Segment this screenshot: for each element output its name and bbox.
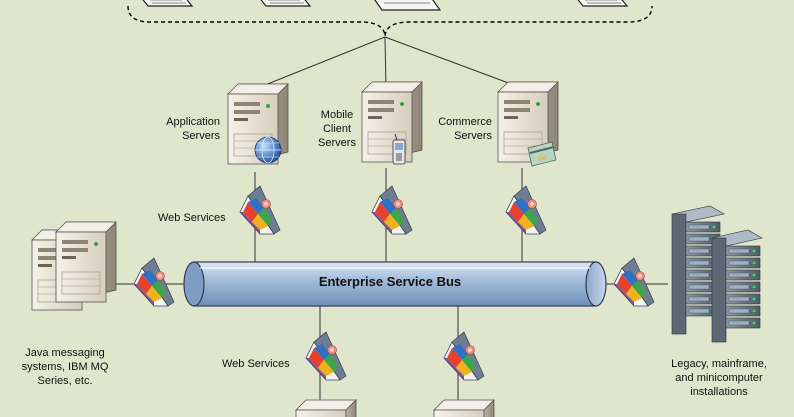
- application-servers-label: Application Servers: [166, 116, 220, 142]
- web-service-adapter-icon: [133, 257, 175, 307]
- server-rack-icon: [671, 205, 763, 343]
- web-service-adapter-icon: [443, 331, 485, 381]
- laptop-icon: [139, 0, 193, 7]
- fanout-connectors: [249, 36, 523, 92]
- java-messaging-servers: [31, 221, 117, 311]
- web-services-label-top: Web Services: [158, 212, 226, 224]
- laptop-icon: [374, 0, 442, 11]
- laptop-icon: [257, 0, 311, 7]
- tower-server-icon: [361, 81, 423, 163]
- web-service-adapter-icon: [613, 257, 655, 307]
- web-service-adapter-icon: [505, 185, 547, 235]
- bus-label: Enterprise Service Bus: [318, 274, 462, 289]
- credit-card-icon: [527, 141, 557, 167]
- client-bracket: [127, 5, 653, 37]
- mobile-client-servers-label: Mobile Client Servers: [318, 109, 356, 149]
- globe-icon: [254, 136, 282, 164]
- application-server: [227, 83, 289, 165]
- web-service-adapter-icon: [305, 331, 347, 381]
- java-messaging-label: Java messaging systems, IBM MQ Series, e…: [21, 347, 109, 387]
- tower-server-icon: [55, 221, 117, 303]
- tower-server-icon: [433, 399, 495, 417]
- enterprise-service-bus: [183, 261, 607, 307]
- commerce-server: [497, 81, 559, 167]
- mobile-client-server: [361, 81, 423, 165]
- commerce-servers-label: Commerce Servers: [438, 116, 492, 142]
- tower-server-icon: [295, 399, 357, 417]
- web-service-adapter-icon: [239, 185, 281, 235]
- client-devices-group: [139, 0, 628, 11]
- laptop-icon: [574, 0, 628, 7]
- web-service-adapter-icon: [371, 185, 413, 235]
- legacy-label: Legacy, mainframe, and minicomputer inst…: [671, 358, 767, 398]
- web-services-label-bottom: Web Services: [222, 358, 290, 370]
- mobile-phone-icon: [392, 133, 406, 165]
- bottom-servers: [295, 399, 495, 417]
